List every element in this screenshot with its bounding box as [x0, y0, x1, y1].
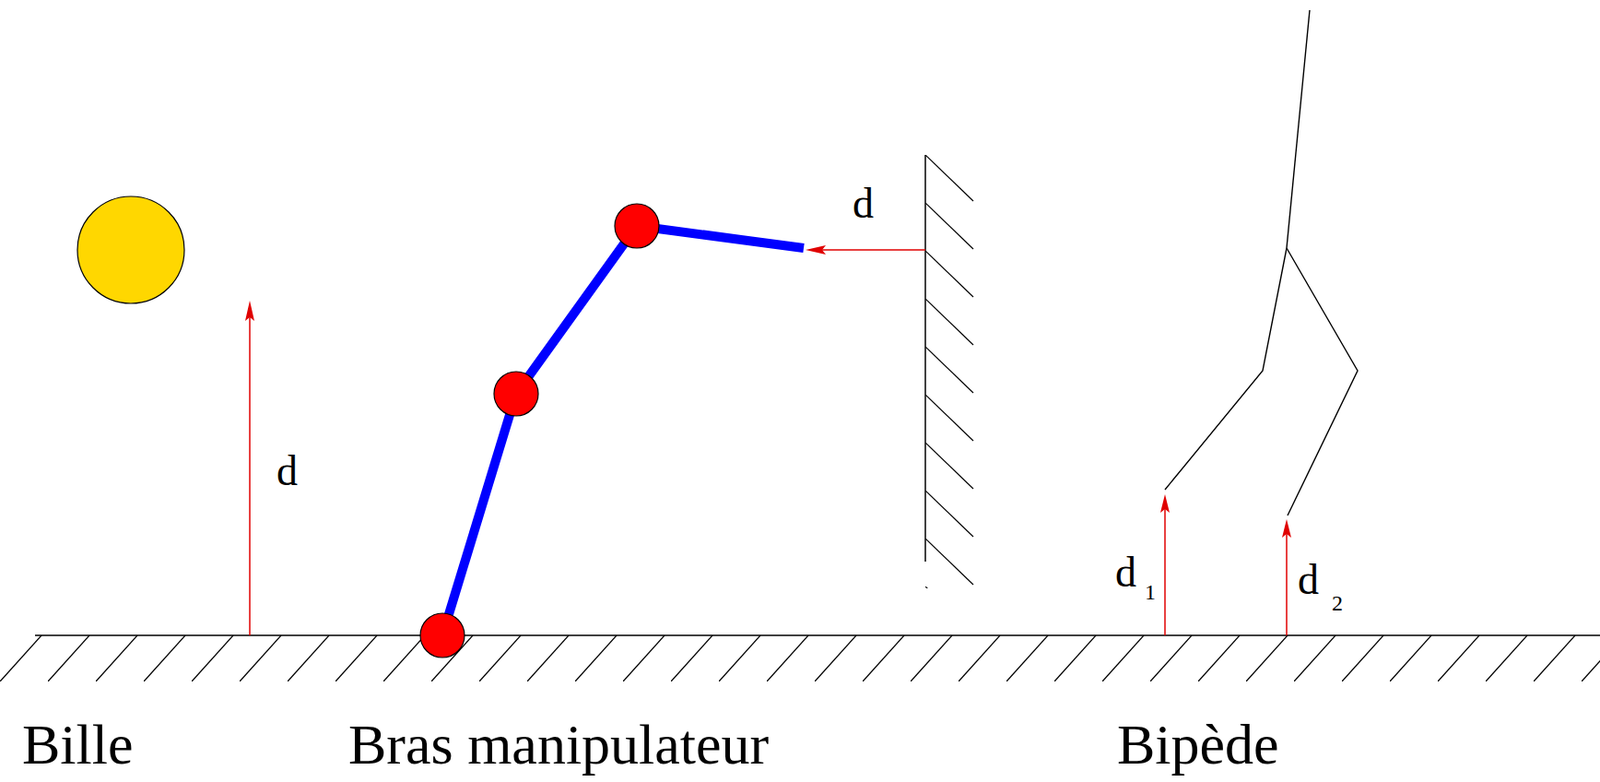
distance-label: d [276, 449, 298, 493]
distance-arrow [1160, 494, 1170, 636]
distance-label: d [1297, 558, 1319, 601]
caption-label: Bras manipulateur [348, 715, 769, 773]
wall [925, 154, 977, 589]
distance-arrow [245, 300, 255, 636]
ball [77, 196, 185, 304]
ground [0, 635, 1600, 682]
subscript-index: 1 [1144, 580, 1156, 603]
caption-label: Bipède [1117, 715, 1280, 773]
caption-label: Bille [22, 715, 134, 773]
subscript-index: 2 [1331, 591, 1343, 614]
distance-arrow [1282, 518, 1292, 636]
distance-label: d [1115, 551, 1137, 594]
biped [1164, 10, 1358, 516]
distance-label: d [852, 182, 874, 225]
distance-arrow [805, 245, 926, 255]
manipulator-arm [420, 203, 804, 658]
